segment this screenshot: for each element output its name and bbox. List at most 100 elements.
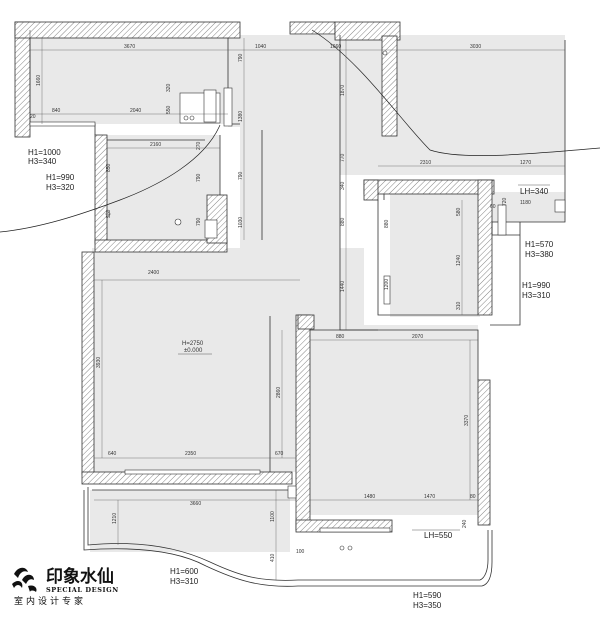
dim-label: 1440 bbox=[340, 281, 346, 292]
dim-label: 580 bbox=[456, 207, 462, 216]
note-h1: H1=990 bbox=[522, 281, 551, 290]
dim-label: 3670 bbox=[124, 44, 135, 50]
socket-icon bbox=[347, 545, 353, 551]
wall-kitchen-left bbox=[94, 134, 108, 244]
dim-label: 1470 bbox=[424, 494, 435, 500]
dim-label: 340 bbox=[340, 181, 346, 190]
socket-icon bbox=[339, 545, 345, 551]
dim-label: 790 bbox=[196, 173, 202, 182]
dim-label: 790 bbox=[238, 171, 244, 180]
dimension-labels-vertical: 1660 790 1870 550 320 1380 270 850 790 7… bbox=[36, 53, 508, 562]
wall-top-right-a bbox=[334, 21, 401, 41]
dim-label: 2860 bbox=[276, 387, 282, 398]
height-notes: H1=1000 H3=340 H1=990 H3=320 LH=340 H1=5… bbox=[28, 148, 554, 610]
brand-subtitle: 室内设计专家 bbox=[14, 595, 86, 607]
room-corridor bbox=[240, 124, 340, 324]
outlines bbox=[29, 30, 566, 587]
dim-label: 790 bbox=[238, 53, 244, 62]
wall-bath-top-left bbox=[363, 179, 379, 201]
dim-label: 1660 bbox=[330, 44, 341, 50]
room-bedroom bbox=[310, 325, 478, 515]
narcissus-flower-icon bbox=[12, 567, 37, 592]
wall-top-right-pillar bbox=[381, 35, 398, 137]
room-bath bbox=[390, 192, 480, 317]
room-top-middle bbox=[228, 35, 340, 127]
room-top-right bbox=[340, 35, 565, 175]
note-h1: H1=600 bbox=[170, 567, 199, 576]
dim-label: 1380 bbox=[238, 111, 244, 122]
brand-logo: 印象水仙 SPECIAL DESIGN 室内设计专家 bbox=[12, 566, 119, 607]
dim-label: 3930 bbox=[96, 357, 102, 368]
drain-icon bbox=[382, 50, 388, 56]
dim-label: 2310 bbox=[420, 160, 431, 166]
brand-english: SPECIAL DESIGN bbox=[46, 586, 119, 594]
note-h3: H3=310 bbox=[522, 291, 551, 300]
dim-label: 670 bbox=[275, 451, 284, 457]
dim-label: 1480 bbox=[364, 494, 375, 500]
dim-label: 2350 bbox=[185, 451, 196, 457]
dim-label: 790 bbox=[196, 217, 202, 226]
dim-label: 1870 bbox=[340, 85, 346, 96]
dim-label: 100 bbox=[296, 549, 305, 555]
drain-icon bbox=[183, 115, 189, 121]
room-kitchen bbox=[96, 135, 220, 241]
wall-bedroom-corner bbox=[297, 314, 315, 330]
dim-label: 1270 bbox=[520, 160, 531, 166]
dim-label: 1660 bbox=[36, 75, 42, 86]
dim-label: 980 bbox=[106, 209, 112, 218]
dim-label: 2040 bbox=[130, 108, 141, 114]
dim-label: 310 bbox=[456, 301, 462, 310]
note-h3: H3=310 bbox=[170, 577, 199, 586]
note-h1: H1=990 bbox=[46, 173, 75, 182]
dim-label: 1210 bbox=[112, 513, 118, 524]
dim-label: 2070 bbox=[412, 334, 423, 340]
dim-label: 720 bbox=[502, 197, 508, 206]
wall-living-left bbox=[81, 251, 95, 475]
note-h1: H1=1000 bbox=[28, 148, 61, 157]
dim-label: 880 bbox=[340, 217, 346, 226]
washer bbox=[204, 219, 218, 239]
note-lh: LH=550 bbox=[424, 531, 453, 540]
dim-label: 1040 bbox=[255, 44, 266, 50]
wall-bath-right bbox=[477, 179, 493, 316]
drain-icon bbox=[105, 211, 111, 217]
floor-areas bbox=[30, 35, 565, 552]
dim-label: 1240 bbox=[456, 255, 462, 266]
dim-label: 2400 bbox=[148, 270, 159, 276]
dim-label: 880 bbox=[336, 334, 345, 340]
dim-label: 850 bbox=[106, 163, 112, 172]
room-balcony bbox=[90, 490, 290, 552]
dim-label: 240 bbox=[462, 519, 468, 528]
room-info: H=2750 ±0.000 bbox=[178, 341, 212, 355]
dim-label: 1100 bbox=[270, 511, 276, 522]
wall-cabinet bbox=[497, 204, 507, 236]
note-h1: H1=590 bbox=[413, 591, 442, 600]
dim-label: 20 bbox=[30, 114, 36, 120]
dim-label: 1030 bbox=[238, 217, 244, 228]
bath-fixture bbox=[383, 275, 391, 305]
drain-icon bbox=[189, 115, 195, 121]
wall-bath-top bbox=[363, 179, 495, 195]
note-h1: H1=570 bbox=[525, 240, 554, 249]
room-height-label: H=2750 bbox=[182, 341, 204, 347]
dim-label: 550 bbox=[166, 105, 172, 114]
dim-label: 410 bbox=[270, 553, 276, 562]
window-top-left bbox=[29, 121, 96, 127]
dim-label: 1200 bbox=[384, 279, 390, 290]
dim-label: 60 bbox=[490, 204, 496, 210]
dim-label: 880 bbox=[384, 219, 390, 228]
door-arcs bbox=[0, 29, 600, 233]
dim-label: 3660 bbox=[190, 501, 201, 507]
pipe-box bbox=[554, 199, 566, 213]
note-h3: H3=350 bbox=[413, 601, 442, 610]
dimension-labels: 3670 1040 1660 3030 840 2040 2160 2310 1… bbox=[30, 44, 531, 555]
wall-left-top bbox=[14, 21, 31, 138]
dim-label: 770 bbox=[340, 153, 346, 162]
window-living bbox=[124, 469, 261, 475]
dim-label: 3370 bbox=[464, 415, 470, 426]
cabinet-tall bbox=[223, 87, 233, 127]
dim-label: 320 bbox=[166, 83, 172, 92]
dim-label: 1180 bbox=[520, 200, 531, 206]
note-h3: H3=340 bbox=[28, 157, 57, 166]
